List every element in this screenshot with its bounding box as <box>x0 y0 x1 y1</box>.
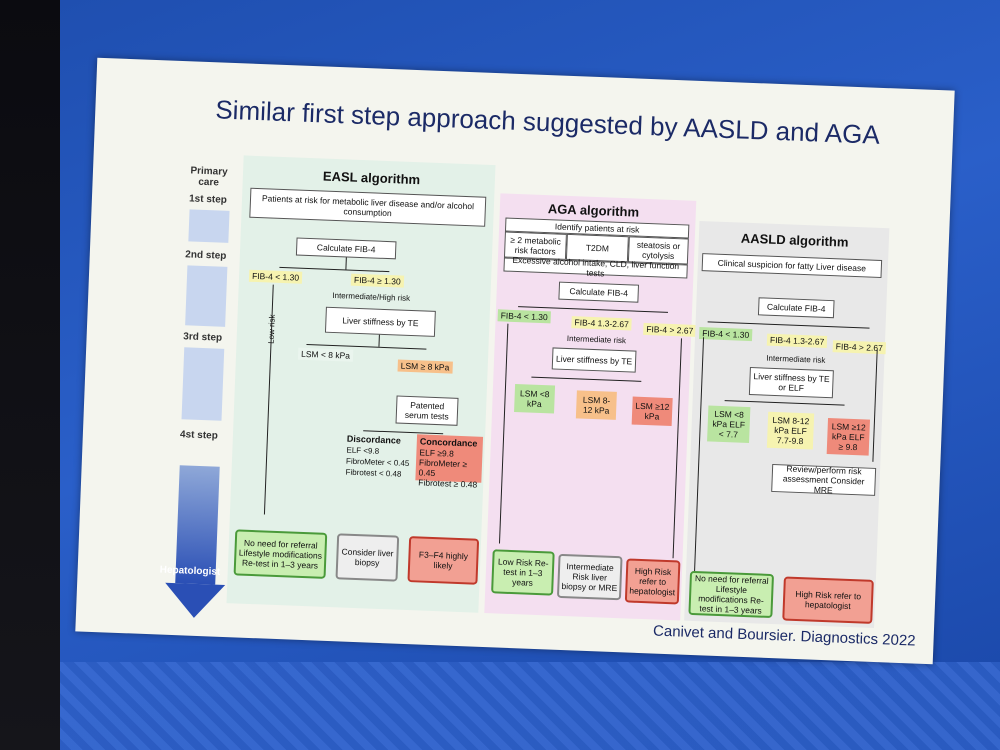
slide: Similar first step approach suggested by… <box>75 57 955 665</box>
aasld-lsm-mid-box: LSM 8-12 kPa ELF 7.7-9.8 <box>766 411 815 450</box>
step-2-box <box>185 265 228 327</box>
aga-fib-mid-tag: FIB-4 1.3-2.67 <box>571 316 633 331</box>
easl-calc-box: Calculate FIB-4 <box>295 237 397 260</box>
step-3-box <box>181 347 225 421</box>
hepatologist-label: Hepatologist <box>159 564 221 578</box>
easl-no-referral-box: No need for referral Lifestyle modificat… <box>233 529 328 579</box>
step-1-label: 1st step <box>188 193 228 206</box>
aga-stiffness-box: Liver stiffness by TE <box>551 347 637 373</box>
step-3-label: 3rd step <box>183 331 223 344</box>
step-4-label: 4st step <box>179 429 218 442</box>
easl-lsm-low-tag: LSM < 8 kPa <box>297 347 354 362</box>
easl-discordance-line: ELF <9.8 <box>346 445 380 456</box>
aga-calc-box: Calculate FIB-4 <box>558 281 640 303</box>
aasld-high-risk-box: High Risk refer to hepatologist <box>782 576 874 624</box>
step-2-label: 2nd step <box>185 249 227 262</box>
aasld-no-referral-box: No need for referral Lifestyle modificat… <box>688 570 775 619</box>
aasld-fib-low-tag: FIB-4 < 1.30 <box>698 327 753 342</box>
aga-lsm-high-box: LSM ≥12 kPa <box>631 396 673 427</box>
primary-care-label: Primary care <box>190 165 228 189</box>
step-bar: Primary care 1st step 2nd step 3rd step … <box>160 165 238 620</box>
slide-title: Similar first step approach suggested by… <box>214 94 881 150</box>
aga-lsm-mid-box: LSM 8-12 kPa <box>575 390 617 420</box>
aasld-calc-box: Calculate FIB-4 <box>757 297 835 319</box>
easl-concordance-box: Concordance ELF ≥9.8 FibroMeter ≥ 0.45 F… <box>415 434 484 490</box>
aga-intermediate-risk-box: Intermediate Risk liver biopsy or MRE <box>556 553 623 601</box>
easl-lsm-high-tag: LSM ≥ 8 kPa <box>397 359 453 374</box>
aga-excess-box: Excessive alcohol intake, CLD, liver fun… <box>503 255 688 279</box>
aga-high-risk-box: High Risk refer to hepatologist <box>624 558 681 605</box>
citation: Canivet and Boursier. Diagnostics 2022 <box>652 622 916 650</box>
easl-fib-high-tag: FIB-4 ≥ 1.30 <box>350 273 404 288</box>
aasld-stiffness-box: Liver stiffness by TE or ELF <box>748 367 834 399</box>
aasld-fib-high-tag: FIB-4 > 2.67 <box>832 340 887 355</box>
aasld-review-box: Review/perform risk assessment Consider … <box>771 463 877 496</box>
easl-stiffness-box: Liver stiffness by TE <box>324 306 436 337</box>
aga-fib-high-tag: FIB-4 > 2.67 <box>643 322 697 337</box>
aga-lsm-low-box: LSM <8 kPa <box>514 384 556 414</box>
step-1-box <box>188 209 230 243</box>
easl-discordance-title: Discordance <box>346 433 402 446</box>
easl-fib-low-tag: FIB-4 < 1.30 <box>248 269 303 284</box>
aga-fib-low-tag: FIB-4 < 1.30 <box>497 309 551 324</box>
easl-biopsy-box: Consider liver biopsy <box>335 533 400 582</box>
easl-serum-box: Patented serum tests <box>395 395 459 426</box>
screen-pattern <box>60 662 1000 750</box>
aasld-fib-mid-tag: FIB-4 1.3-2.67 <box>766 333 828 348</box>
easl-f3f4-box: F3–F4 highly likely <box>407 536 480 585</box>
easl-concordance-line: FibroMeter ≥ 0.45 <box>418 457 468 479</box>
aga-low-risk-box: Low Risk Re-test in 1–3 years <box>491 549 555 596</box>
aasld-lsm-high-box: LSM ≥12 kPa ELF ≥ 9.8 <box>826 418 871 456</box>
aasld-lsm-low-box: LSM <8 kPa ELF < 7.7 <box>707 405 751 444</box>
hepatologist-arrow-icon <box>163 582 226 620</box>
